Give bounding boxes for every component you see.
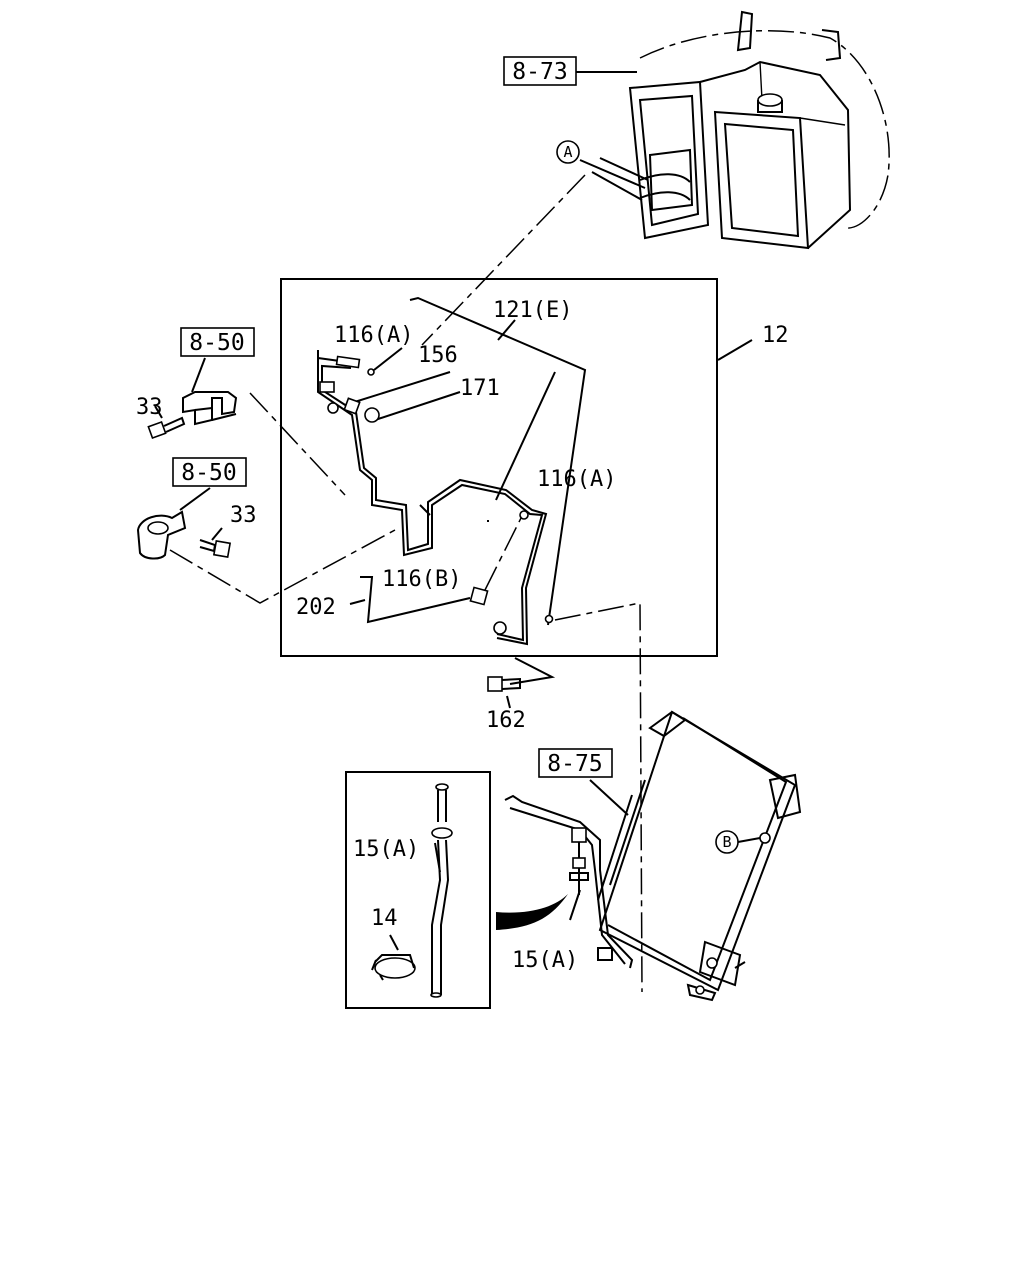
label-part-14: 14 [371,906,398,931]
hose-detail-drawing [371,783,453,998]
connection-lines [169,174,643,993]
hvac-unit-drawing [591,10,890,250]
label-part-116a-top: 116(A) [334,323,413,348]
label-part-116b: 116(B) [382,567,461,592]
marker-b-label: B [722,833,731,851]
ref-8-50-bottom-label: 8-50 [181,460,236,486]
label-part-12: 12 [762,323,789,348]
label-part-33-top: 33 [136,395,163,420]
piping-kit-box [280,278,718,657]
bolt-162-drawing [487,676,521,692]
label-part-116a-right: 116(A) [537,467,616,492]
label-part-171: 171 [460,376,500,401]
label-part-15a-main: 15(A) [512,948,578,973]
ref-8-75-label: 8-75 [547,751,602,777]
marker-a-label: A [563,143,572,161]
part-labels: 12 116(A) 121(E) 156 171 116(A) 116(B) 2… [136,298,789,973]
marker-b-leader [737,837,761,843]
clamp-bottom-drawing [136,510,232,560]
refrigerant-pipe [317,350,554,646]
label-part-15a-inset: 15(A) [353,837,419,862]
ref-8-73-label: 8-73 [512,59,567,85]
ref-8-50-bottom[interactable]: 8-50 [172,457,247,487]
label-part-162: 162 [486,708,526,733]
ref-8-50-top[interactable]: 8-50 [180,327,255,357]
label-part-121e: 121(E) [493,298,572,323]
ref-8-75[interactable]: 8-75 [538,748,613,778]
marker-b: B [715,830,739,854]
direction-arrow [496,894,568,930]
label-part-156: 156 [418,343,458,368]
leader-lines [154,71,753,951]
label-part-33-bottom: 33 [230,503,257,528]
marker-a: A [556,140,580,164]
label-part-202: 202 [296,595,336,620]
clamp-top-drawing [147,391,238,440]
ref-8-50-top-label: 8-50 [189,330,244,356]
detail-inset-box [345,771,491,1009]
condenser-drawing [504,710,802,1002]
ref-8-73[interactable]: 8-73 [503,56,577,86]
